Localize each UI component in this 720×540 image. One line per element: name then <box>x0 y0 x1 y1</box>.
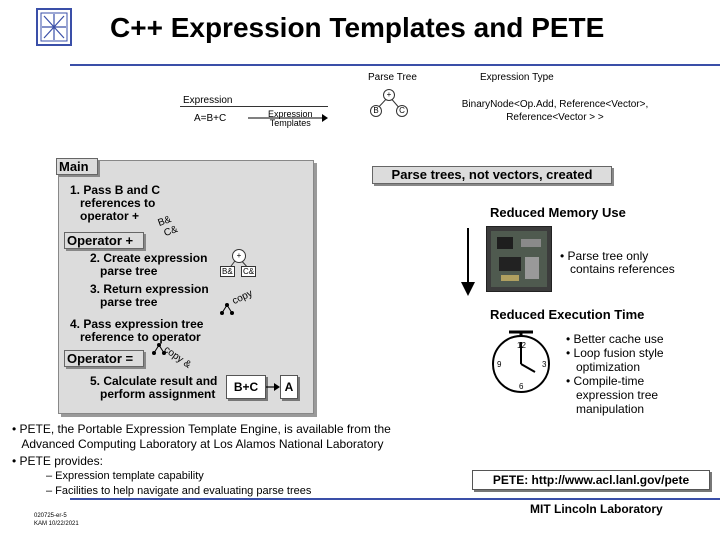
svg-text:3: 3 <box>542 360 547 369</box>
main-panel <box>58 160 314 414</box>
pete-url-box[interactable]: PETE: http://www.acl.lanl.gov/pete <box>472 470 710 490</box>
lab-logo <box>36 8 72 46</box>
step-4: 4. Pass expression tree reference to ope… <box>70 317 204 344</box>
svg-text:12: 12 <box>517 341 526 350</box>
step-1: 1. Pass B and C references to operator + <box>70 183 161 223</box>
step-2: 2. Create expression parse tree <box>90 251 208 278</box>
step-5: 5. Calculate result and perform assignme… <box>90 374 218 401</box>
copy-tree-icon-2 <box>150 342 168 361</box>
clock-icon: 12 3 6 9 <box>487 328 555 401</box>
step-3: 3. Return expression parse tree <box>90 282 209 309</box>
tree-right-node: C <box>396 105 408 117</box>
operator-plus-label: Operator + <box>64 232 144 249</box>
expression-rule <box>180 106 328 107</box>
footer-id: 020725-er-5 KAM 10/22/2021 <box>34 513 79 527</box>
tree-root-node: + <box>383 89 395 101</box>
svg-text:9: 9 <box>497 360 502 369</box>
reduced-memory-heading: Reduced Memory Use <box>490 205 626 220</box>
panel-tree-c: C& <box>241 266 257 277</box>
expression-templates-label: Expression Templates <box>268 109 313 128</box>
expression-label: Expression <box>183 95 233 106</box>
parse-trees-box: Parse trees, not vectors, created <box>372 166 612 184</box>
copy-tree-icon-1 <box>218 302 236 321</box>
footer-lab-name-visible: MIT Lincoln Laboratory <box>530 502 663 516</box>
bullet-pete-source: • PETE, the Portable Expression Template… <box>12 422 391 451</box>
page-title: C++ Expression Templates and PETE <box>110 12 605 43</box>
result-target-box: A <box>280 375 298 399</box>
sub-bullet-1: – Expression template capability <box>46 470 204 482</box>
panel-tree-b: B& <box>220 266 235 277</box>
panel-tree-plus: + <box>232 249 246 263</box>
expression-value: A=B+C <box>194 113 227 124</box>
reduced-time-heading: Reduced Execution Time <box>490 307 645 322</box>
main-label: Main <box>56 158 98 175</box>
sub-bullet-2: – Facilities to help navigate and evalua… <box>46 485 312 497</box>
svg-text:6: 6 <box>519 382 524 391</box>
memory-bullet: • Parse tree only contains references <box>560 249 675 276</box>
circuit-board-image <box>486 226 552 292</box>
expression-type-value: BinaryNode<Op.Add, Reference<Vector>, Re… <box>461 99 649 123</box>
result-expr-box: B+C <box>226 375 266 399</box>
header-rule <box>70 64 720 66</box>
operator-eq-label: Operator = <box>64 350 144 367</box>
arrow-to-type <box>248 111 328 129</box>
expression-type-label: Expression Type <box>480 72 554 83</box>
tree-left-node: B <box>370 105 382 117</box>
footer-rule <box>70 498 720 500</box>
parse-tree-label: Parse Tree <box>368 72 417 83</box>
bullet-pete-provides: • PETE provides: <box>12 454 103 468</box>
time-bullets: • Better cache use • Loop fusion style o… <box>566 332 664 416</box>
assign-arrow <box>266 380 280 398</box>
down-arrow <box>458 228 478 303</box>
